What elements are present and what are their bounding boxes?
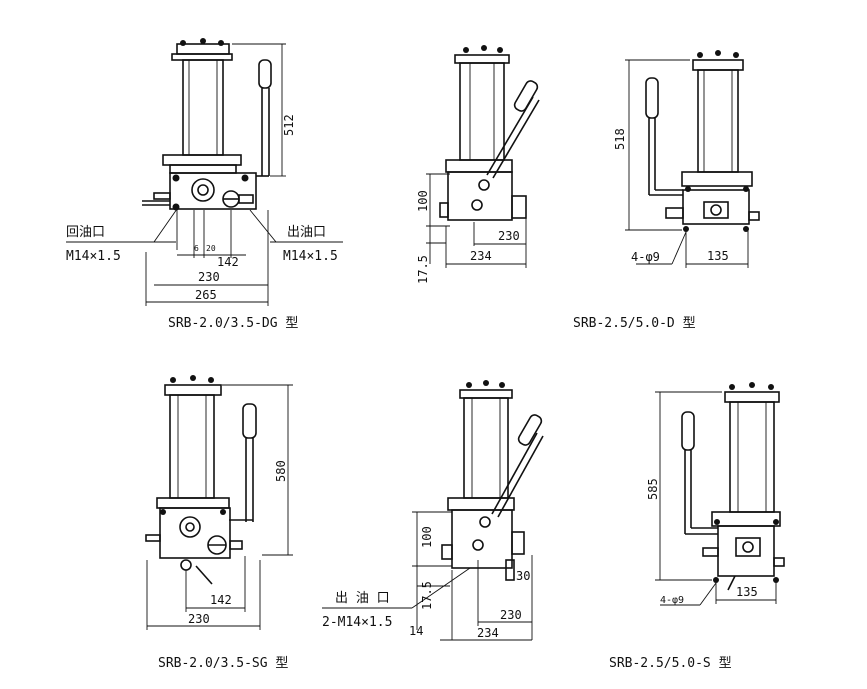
dg-dim-142: 142 bbox=[217, 255, 239, 269]
caption-dg: SRB-2.0/3.5-DG 型 bbox=[168, 316, 298, 331]
side-top-17: 17.5 bbox=[416, 255, 430, 284]
dg-dim-6: 6 bbox=[194, 244, 199, 253]
drawing-sg: 580 142 230 bbox=[145, 375, 293, 630]
side-bottom-230: 230 bbox=[500, 608, 522, 622]
dg-height-label: 512 bbox=[282, 114, 296, 136]
side-top-100: 100 bbox=[416, 190, 430, 212]
side-top-234: 234 bbox=[470, 249, 492, 263]
caption-sg: SRB-2.0/3.5-SG 型 bbox=[158, 656, 288, 671]
side-top-230: 230 bbox=[498, 229, 520, 243]
sg-height-label: 580 bbox=[274, 460, 288, 482]
dg-out-port: 出油口 bbox=[287, 225, 326, 240]
drawing-d: 518 135 4-φ9 bbox=[613, 50, 760, 268]
drawing-side-bottom: 100 17.5 30 230 234 14 出 油 口 2-M14×1.5 bbox=[322, 380, 544, 641]
dg-dim-265: 265 bbox=[195, 288, 217, 302]
caption-s: SRB-2.5/5.0-S 型 bbox=[609, 656, 732, 671]
s-width-label: 135 bbox=[736, 585, 758, 599]
side-bottom-17: 17.5 bbox=[420, 581, 434, 610]
s-holes-label: 4-φ9 bbox=[660, 595, 684, 606]
side-bottom-234: 234 bbox=[477, 626, 499, 640]
d-width-label: 135 bbox=[707, 249, 729, 263]
drawing-dg: 512 6 20 142 230 265 回油口 M14×1.5 出油口 M14… bbox=[66, 38, 343, 306]
dg-return-thread: M14×1.5 bbox=[66, 249, 121, 264]
drawing-side-top: 100 17.5 230 234 bbox=[416, 45, 540, 284]
caption-d: SRB-2.5/5.0-D 型 bbox=[573, 316, 696, 331]
dg-out-thread: M14×1.5 bbox=[283, 249, 338, 264]
side-bottom-14: 14 bbox=[409, 624, 423, 638]
sg-142-label: 142 bbox=[210, 593, 232, 607]
side-bottom-30: 30 bbox=[516, 569, 530, 583]
side-bottom-100: 100 bbox=[420, 526, 434, 548]
dg-dim-230: 230 bbox=[198, 270, 220, 284]
d-holes-label: 4-φ9 bbox=[631, 250, 660, 264]
d-height-label: 518 bbox=[613, 128, 627, 150]
dg-dim-20: 20 bbox=[206, 244, 216, 253]
side-bottom-out-thread: 2-M14×1.5 bbox=[322, 615, 392, 630]
sg-230-label: 230 bbox=[188, 612, 210, 626]
s-height-label: 585 bbox=[646, 478, 660, 500]
dg-return-port: 回油口 bbox=[66, 225, 105, 240]
side-bottom-out-port: 出 油 口 bbox=[335, 591, 390, 606]
drawing-s: 585 135 4-φ9 bbox=[646, 382, 785, 606]
